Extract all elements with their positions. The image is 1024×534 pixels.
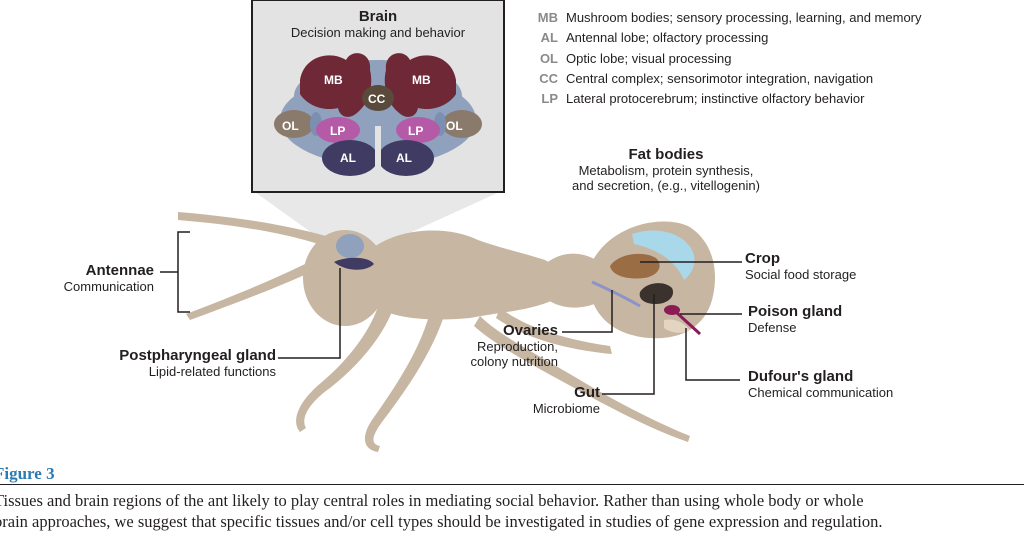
legend-abbr: OL [539, 50, 558, 66]
poison-duct [674, 310, 702, 336]
legend-abbr: CC [539, 70, 558, 86]
figure-label: Figure 3 [0, 464, 55, 483]
central-complex [362, 85, 394, 111]
ovaries-shape [591, 280, 641, 308]
leg-rear [474, 316, 690, 442]
leader-lines [160, 231, 742, 395]
antennal-lobe-left [322, 140, 378, 176]
ovaries-title: Ovaries [502, 322, 558, 339]
crop-desc: Social food storage [745, 267, 857, 282]
antenna-upper [178, 212, 340, 250]
dufours-gland-title: Dufour's gland [748, 368, 854, 385]
legend-abbr: AL [540, 30, 558, 46]
ovaries-desc-1: Reproduction, [477, 339, 558, 354]
figure-rule [0, 484, 1024, 485]
legend-text: Mushroom bodies; sensory processing, lea… [566, 10, 922, 25]
poison-gland-label: Poison gland Defense [748, 303, 842, 335]
antennae-desc: Communication [63, 279, 154, 294]
caption-line-1: Tissues and brain regions of the ant lik… [0, 491, 864, 510]
gut-leader [602, 294, 655, 395]
crop-shape [610, 253, 660, 279]
region-label-ol-left: OL [282, 119, 299, 133]
ovaries-desc-2: colony nutrition [470, 354, 558, 369]
lateral-protocerebrum-left [316, 117, 360, 143]
poison-gland-title: Poison gland [748, 303, 843, 320]
leg-mid [364, 312, 444, 452]
ant-eye [336, 234, 364, 258]
fat-bodies-shape [632, 230, 695, 280]
legend-row: MB Mushroom bodies; sensory processing, l… [528, 8, 922, 28]
fat-bodies-desc-1: Metabolism, protein synthesis, [578, 163, 754, 178]
legend-text: Antennal lobe; olfactory processing [566, 30, 769, 46]
leg-rear-2 [496, 308, 612, 354]
legend-row: LP Lateral protocerebrum; instinctive olf… [528, 89, 922, 109]
region-label-ol-right: OL [446, 119, 463, 133]
crop-label: Crop Social food storage [745, 250, 856, 282]
antenna-lower [186, 248, 340, 320]
brain-subtitle: Decision making and behavior [290, 25, 466, 40]
ovaries-leader [562, 290, 613, 333]
legend-row: AL Antennal lobe; olfactory processing [528, 28, 922, 48]
antennae-title: Antennae [85, 262, 154, 279]
legend-text: Lateral protocerebrum; instinctive olfac… [566, 91, 865, 107]
crop-title: Crop [745, 250, 780, 267]
brain-heading: Brain Decision making and behavior [252, 8, 504, 40]
leg-front [296, 300, 394, 432]
lateral-protocerebrum-right [396, 117, 440, 143]
legend-row: CC Central complex; sensorimotor integrat… [528, 69, 922, 89]
region-label-lp-left: LP [330, 124, 345, 138]
dufours-gland-shape [664, 319, 690, 333]
dufours-leader [685, 328, 740, 381]
dufours-gland-desc: Chemical communication [748, 385, 894, 400]
region-label-lp-right: LP [408, 124, 423, 138]
region-label-mb-left: MB [324, 73, 343, 87]
brain-schematic: MB MB CC OL OL LP LP AL AL [274, 53, 482, 176]
brain-region-legend: MB Mushroom bodies; sensory processing, l… [528, 8, 922, 109]
optic-lobe-right [442, 110, 482, 138]
legend-abbr: MB [537, 10, 558, 25]
region-label-mb-right: MB [412, 73, 431, 87]
region-label-al-right: AL [396, 151, 412, 165]
region-label-al-left: AL [340, 151, 356, 165]
legend-text: Central complex; sensorimotor integratio… [566, 70, 874, 86]
postpharyngeal-leader [278, 268, 341, 359]
brain-title: Brain [358, 8, 398, 25]
figure-caption: Tissues and brain regions of the ant lik… [0, 490, 1024, 532]
ant-head [303, 230, 387, 326]
postpharyngeal-gland-desc: Lipid-related functions [148, 364, 276, 379]
caption-line-2: brain approaches, we suggest that specif… [0, 512, 883, 531]
gut-shape [639, 283, 674, 304]
mushroom-body-left [300, 53, 372, 117]
gut-title: Gut [574, 384, 600, 401]
gut-label: Gut Microbiome [510, 384, 600, 416]
antennae-bracket [160, 231, 190, 313]
ant-petiole [540, 253, 604, 308]
postpharyngeal-gland-shape [334, 257, 374, 270]
antennae-label: Antennae Communication [46, 262, 154, 294]
fat-bodies-label: Fat bodies Metabolism, protein synthesis… [548, 146, 784, 193]
fat-bodies-title: Fat bodies [628, 146, 704, 163]
optic-lobe-left [274, 110, 314, 138]
postpharyngeal-gland-label: Postpharyngeal gland Lipid-related funct… [60, 347, 276, 379]
poison-gland-desc: Defense [748, 320, 797, 335]
legend-abbr: LP [541, 91, 558, 107]
legend-row: OL Optic lobe; visual processing [528, 49, 922, 69]
dufours-gland-label: Dufour's gland Chemical communication [748, 368, 893, 400]
ovaries-label: Ovaries Reproduction, colony nutrition [446, 322, 558, 369]
antennal-lobe-right [378, 140, 434, 176]
mushroom-body-right [384, 53, 456, 117]
gut-desc: Microbiome [532, 401, 600, 416]
ant-thorax [366, 230, 565, 320]
region-label-cc: CC [368, 92, 386, 106]
legend-text: Optic lobe; visual processing [566, 50, 732, 66]
fat-bodies-desc-2: and secretion, (e.g., vitellogenin) [572, 178, 760, 193]
postpharyngeal-gland-title: Postpharyngeal gland [119, 347, 276, 364]
